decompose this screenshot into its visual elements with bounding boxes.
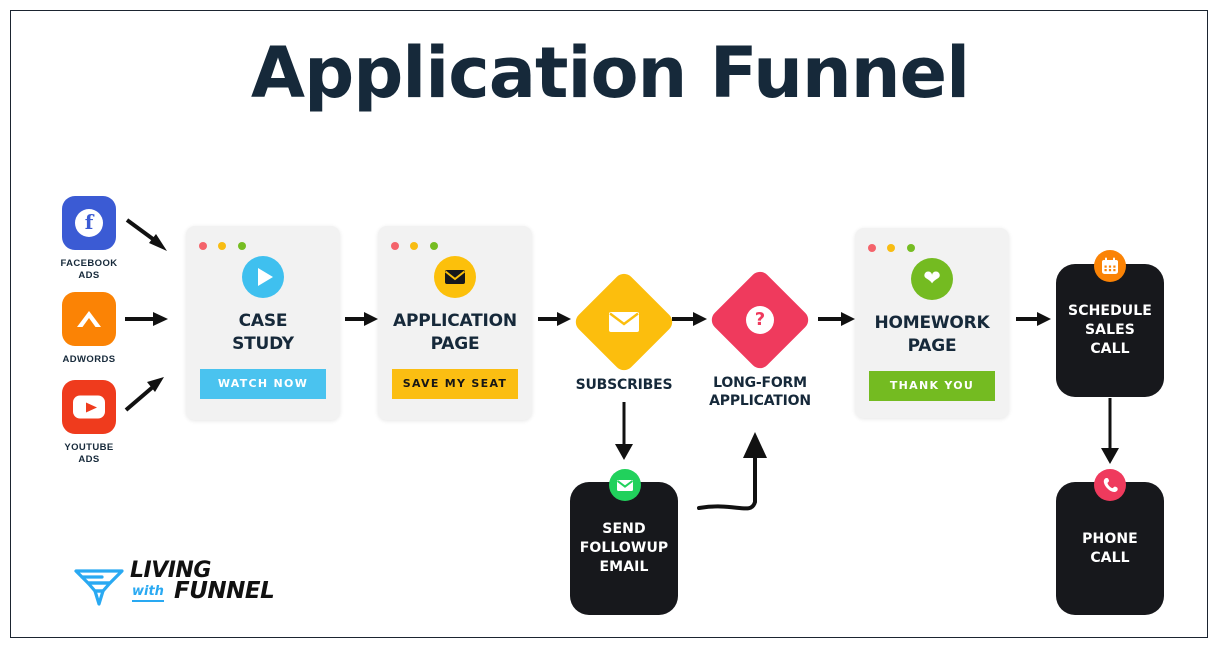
page-frame-border <box>10 10 1208 638</box>
action-send-followup-email[interactable]: SEND FOLLOWUP EMAIL <box>570 482 678 615</box>
logo[interactable]: LIVING with FUNNEL <box>72 560 302 608</box>
long-form-diamond: ? <box>707 267 813 373</box>
window-dot-green <box>237 242 246 250</box>
logo-word-living: LIVING <box>130 558 211 583</box>
action-label-schedule-sales-call: SCHEDULE SALES CALL <box>1068 303 1152 357</box>
heart-glyph: ❤ <box>923 267 941 290</box>
window-dots <box>868 239 922 257</box>
arrow-schedule-call-to-phone-call <box>1101 398 1119 464</box>
envelope-circle-icon <box>434 256 476 298</box>
logo-word-funnel: FUNNEL <box>174 578 275 604</box>
calendar-badge-icon <box>1094 250 1126 282</box>
arrow-adwords-to-case-study <box>125 312 168 326</box>
arrow-subscribes-to-long-form <box>672 312 707 326</box>
arrow-followup-email-to-long-form-curved <box>697 432 767 511</box>
source-facebook-ads[interactable]: f FACEBOOK ADS <box>41 196 137 282</box>
action-schedule-sales-call[interactable]: SCHEDULE SALES CALL <box>1056 264 1164 397</box>
question-mark-icon: ? <box>723 283 797 357</box>
arrow-youtube-to-case-study <box>124 377 164 412</box>
facebook-icon: f <box>62 196 116 250</box>
arrow-long-form-to-homework <box>818 312 855 326</box>
card-application-page[interactable]: APPLICATION PAGE SAVE MY SEAT <box>378 226 532 420</box>
window-dot-yellow <box>887 244 896 252</box>
card-title-case-study: CASE STUDY <box>232 311 294 354</box>
question-mark-glyph: ? <box>746 306 774 334</box>
youtube-box <box>73 395 105 419</box>
play-triangle <box>258 268 273 286</box>
facebook-glyph: f <box>75 209 103 237</box>
window-dot-red <box>391 242 399 250</box>
label-subscribes: SUBSCRIBES <box>575 377 673 393</box>
arrow-homework-to-schedule-call <box>1016 312 1051 326</box>
card-title-application-page: APPLICATION PAGE <box>393 311 517 354</box>
window-dot-red <box>868 244 876 252</box>
page-title: Application Funnel <box>250 32 970 114</box>
heart-circle-icon: ❤ <box>911 258 953 300</box>
card-case-study[interactable]: CASE STUDY WATCH NOW <box>186 226 340 420</box>
window-dot-yellow <box>410 242 419 250</box>
window-dot-red <box>199 242 207 250</box>
play-circle-icon <box>242 256 284 298</box>
window-dots <box>391 237 445 255</box>
source-label-youtube: YOUTUBE ADS <box>64 442 114 465</box>
envelope-icon <box>587 285 661 359</box>
action-label-send-followup-email: SEND FOLLOWUP EMAIL <box>579 521 669 575</box>
source-youtube-ads[interactable]: YOUTUBE ADS <box>41 380 137 466</box>
arrow-application-to-subscribes <box>538 312 571 326</box>
subscribes-diamond <box>571 269 677 375</box>
card-title-homework-page: HOMEWORK PAGE <box>874 313 990 356</box>
watch-now-button[interactable]: WATCH NOW <box>200 369 326 399</box>
funnel-logo-icon <box>74 569 124 606</box>
logo-word-with: with <box>132 584 164 602</box>
thank-you-button[interactable]: THANK YOU <box>869 371 995 401</box>
label-long-form-application: LONG-FORM APPLICATION <box>709 375 811 409</box>
window-dot-yellow <box>218 242 227 250</box>
node-subscribes[interactable]: SUBSCRIBES <box>549 269 699 394</box>
action-phone-call[interactable]: PHONE CALL <box>1056 482 1164 615</box>
source-label-adwords: ADWORDS <box>62 354 116 365</box>
source-label-facebook: FACEBOOK ADS <box>60 258 118 281</box>
youtube-play-triangle <box>86 402 97 412</box>
envelope-badge-icon <box>609 469 641 501</box>
node-long-form-application[interactable]: ? LONG-FORM APPLICATION <box>685 267 835 410</box>
arrow-case-study-to-application <box>345 312 378 326</box>
window-dot-green <box>906 244 915 252</box>
source-adwords[interactable]: ADWORDS <box>41 292 137 366</box>
window-dots <box>199 237 253 255</box>
arrow-facebook-to-case-study <box>125 218 167 251</box>
action-label-phone-call: PHONE CALL <box>1082 530 1138 566</box>
window-dot-green <box>429 242 438 250</box>
card-homework-page[interactable]: ❤ HOMEWORK PAGE THANK YOU <box>855 228 1009 418</box>
save-my-seat-button[interactable]: SAVE MY SEAT <box>392 369 518 399</box>
arrow-subscribes-to-followup-email <box>615 402 633 460</box>
adwords-caret-icon <box>62 292 116 346</box>
phone-badge-icon <box>1094 469 1126 501</box>
youtube-play-icon <box>62 380 116 434</box>
